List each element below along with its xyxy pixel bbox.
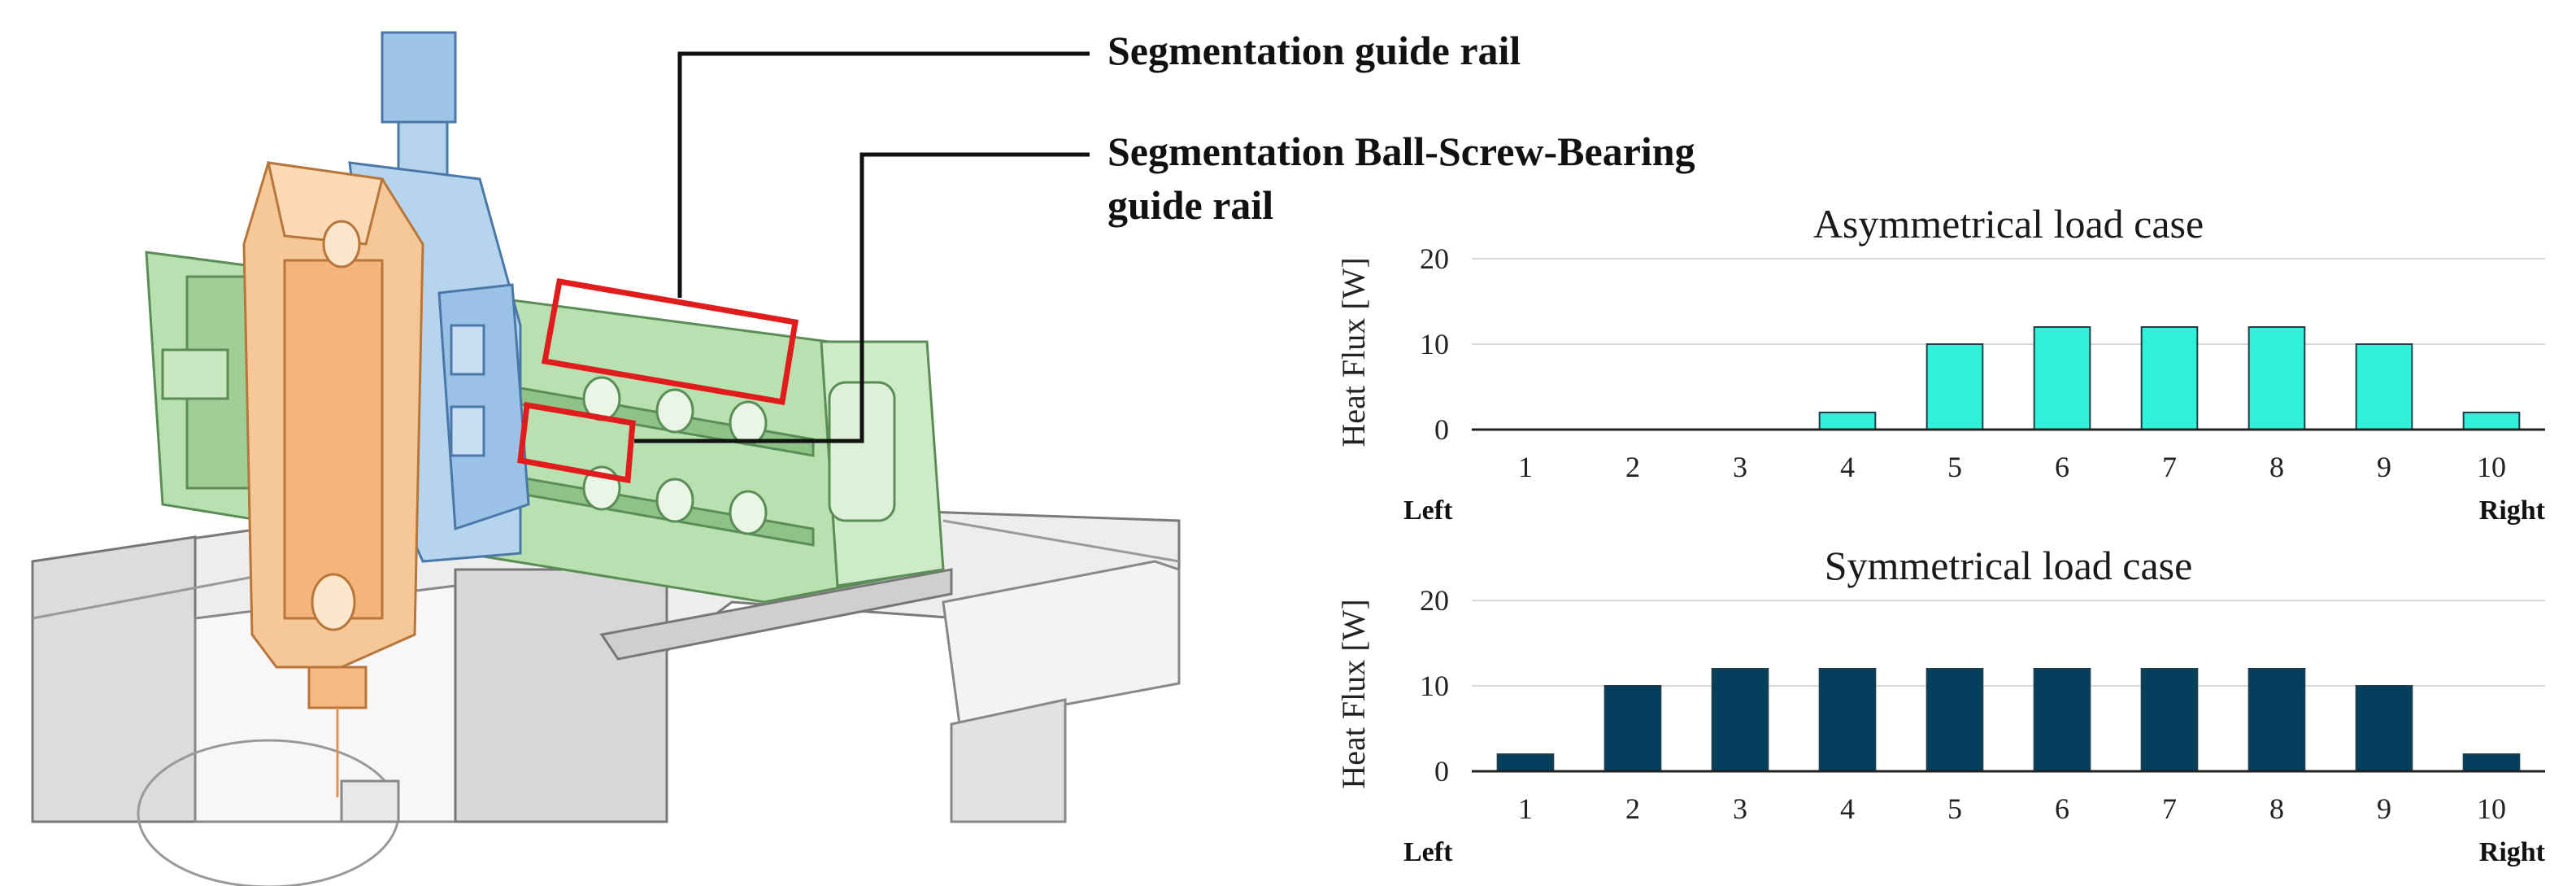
sym-ytick-label: 0	[1434, 755, 1449, 788]
machine-spindle-head	[242, 161, 424, 797]
asym-bar-7	[2140, 326, 2199, 430]
guide-rail-callout: Segmentation guide rail	[1107, 28, 1521, 73]
asym-xtick-label: 8	[2269, 451, 2284, 483]
asym-xtick-label: 4	[1840, 451, 1855, 483]
asym-ytick-label: 0	[1434, 413, 1449, 446]
asym-left-label: Left	[1403, 495, 1453, 526]
ballscrew-callout-line1: Segmentation Ball-Screw-Bearing	[1107, 129, 1695, 174]
machine-model-illustration	[31, 31, 1181, 886]
sym-bar-6	[2033, 668, 2091, 772]
sym-bar-4	[1818, 668, 1877, 772]
asym-ylabel: Heat Flux [W]	[1335, 257, 1372, 447]
sym-ytick-label: 20	[1420, 584, 1449, 617]
asym-xtick-label: 7	[2162, 451, 2177, 483]
sym-xtick-label: 6	[2055, 792, 2069, 825]
sym-ytick-label: 10	[1420, 670, 1449, 702]
sym-xtick-label: 2	[1625, 792, 1640, 825]
asym-xtick-label: 10	[2477, 451, 2506, 483]
ballscrew-leader-line	[634, 152, 1090, 443]
asym-chart-title: Asymmetrical load case	[1813, 201, 2204, 247]
sym-bar-3	[1711, 668, 1769, 772]
asym-bar-5	[1925, 343, 1984, 430]
sym-bar-10	[2462, 753, 2521, 772]
asym-xtick-label: 6	[2055, 451, 2069, 483]
guide-rail-highlight	[541, 277, 799, 406]
asym-bar-8	[2247, 326, 2306, 430]
asym-bar-9	[2355, 343, 2413, 430]
sym-bar-2	[1603, 685, 1662, 772]
asym-bar-6	[2033, 326, 2091, 430]
asym-ytick-label: 10	[1420, 328, 1449, 360]
guide-rail-leader-line	[677, 51, 1090, 298]
sym-xtick-label: 1	[1518, 792, 1533, 825]
asym-xtick-label: 2	[1625, 451, 1640, 483]
sym-xtick-label: 5	[1947, 792, 1962, 825]
sym-ylabel: Heat Flux [W]	[1335, 599, 1372, 788]
sym-bar-5	[1925, 668, 1984, 772]
sym-xtick-label: 9	[2377, 792, 2391, 825]
sym-bar-9	[2355, 685, 2413, 772]
ballscrew-callout-line2: guide rail	[1107, 182, 1274, 228]
asym-bar-4	[1818, 412, 1877, 430]
symmetrical-load-chart: Symmetrical load case 0 10 20 1 2 3 4 5 6 7 8 9 10 Hea…	[1335, 543, 2546, 867]
sym-xtick-label: 8	[2269, 792, 2284, 825]
asym-ytick-label: 20	[1420, 242, 1449, 275]
asymmetrical-load-chart: Asymmetrical load case 0 10 20 1 2 3 4 5 6 7 8 9 10 He…	[1335, 201, 2546, 526]
asym-xtick-label: 3	[1733, 451, 1747, 483]
sym-xtick-label: 4	[1840, 792, 1855, 825]
asym-right-label: Right	[2479, 495, 2546, 526]
sym-right-label: Right	[2479, 837, 2546, 867]
sym-chart-title: Symmetrical load case	[1825, 543, 2193, 588]
sym-xtick-label: 3	[1733, 792, 1747, 825]
sym-xtick-label: 10	[2477, 792, 2506, 825]
asym-xtick-label: 9	[2377, 451, 2391, 483]
asym-xtick-label: 1	[1518, 451, 1533, 483]
sym-xtick-label: 7	[2162, 792, 2177, 825]
sym-bar-1	[1496, 753, 1555, 772]
asym-xtick-label: 5	[1947, 451, 1962, 483]
ballscrew-highlight	[517, 401, 636, 484]
sym-bar-8	[2247, 668, 2306, 772]
asym-bar-10	[2462, 412, 2521, 430]
sym-bar-7	[2140, 668, 2199, 772]
sym-left-label: Left	[1403, 837, 1453, 867]
